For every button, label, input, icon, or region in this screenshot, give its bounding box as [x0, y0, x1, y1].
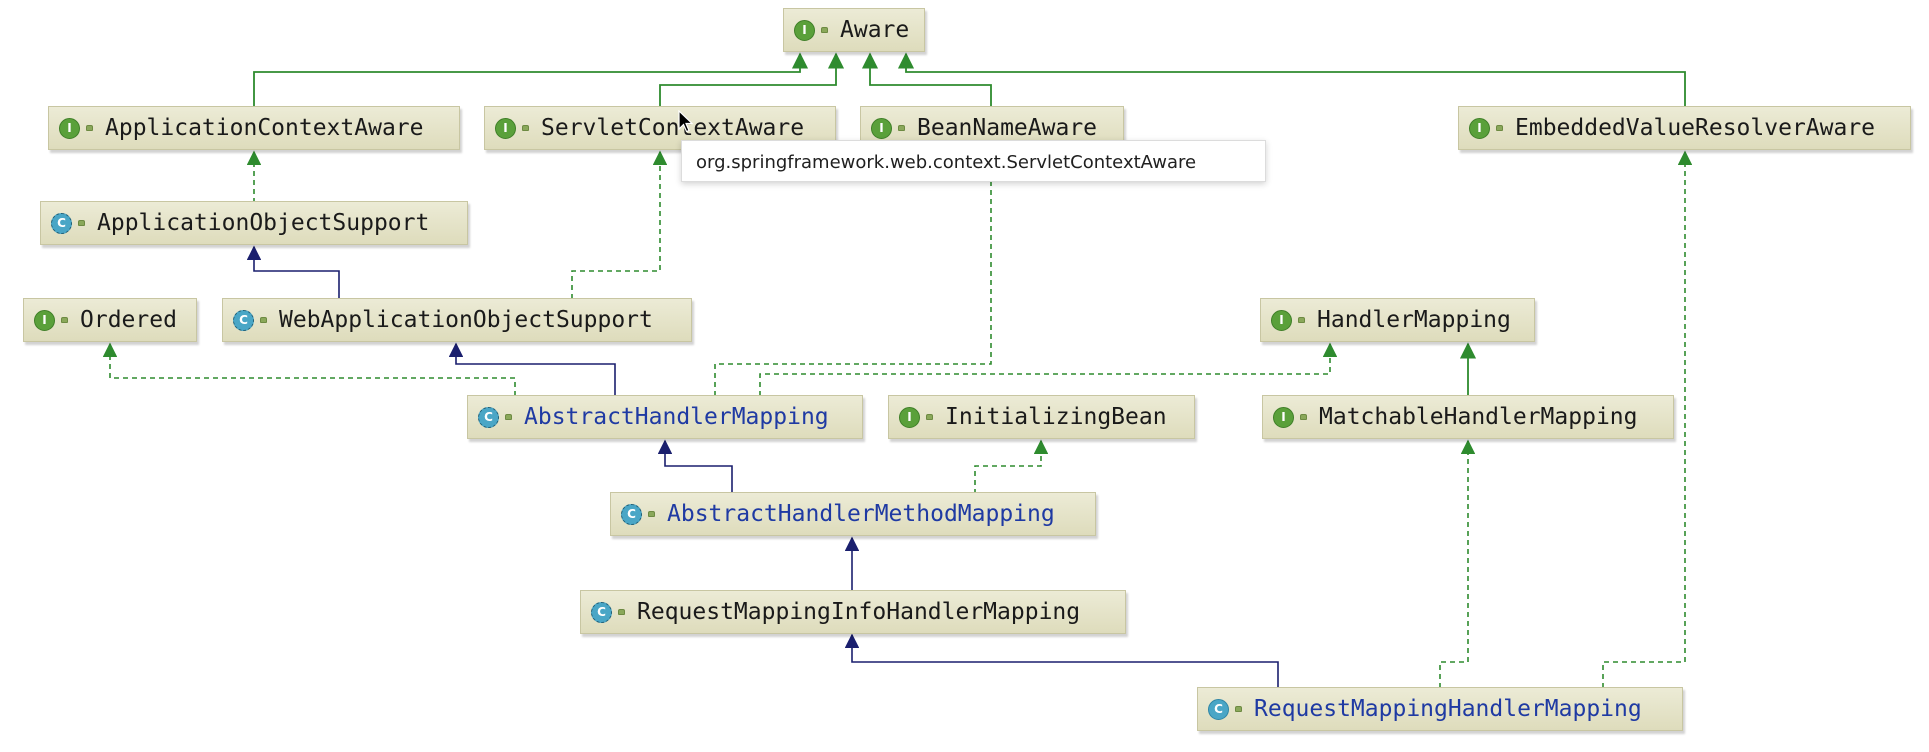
edge-abstracthandlermapping-to-webapplicationobjectsupport	[448, 342, 616, 396]
edge-servletcontextaware-to-aware	[659, 52, 845, 108]
edge-embeddedvalueresolveraware-to-aware	[897, 52, 1686, 108]
visibility-icon	[647, 510, 656, 518]
edge-webapplicationobjectsupport-to-applicationobjectsupport	[246, 245, 340, 299]
edge-requestmappinghandlermapping-to-matchablehandlermapping	[1439, 439, 1476, 688]
interface-icon: I	[1273, 406, 1294, 428]
node-label: Ordered	[80, 307, 177, 333]
edge-applicationcontextaware-to-aware	[253, 52, 809, 108]
visibility-icon	[1234, 705, 1243, 713]
edge-requestmappinghandlermapping-to-embeddedvalueresolveraware	[1602, 150, 1693, 688]
node-requestmappinginfohandlermapping[interactable]: C RequestMappingInfoHandlerMapping	[580, 590, 1126, 634]
edge-webapplicationobjectsupport-to-servletcontextaware	[571, 150, 668, 299]
interface-icon: I	[1469, 117, 1490, 139]
edge-requestmappinghandlermapping-to-requestmappinginfohandlermapping	[844, 633, 1279, 688]
interface-icon: I	[1271, 309, 1292, 331]
node-matchablehandlermapping[interactable]: I MatchableHandlerMapping	[1262, 395, 1674, 439]
node-requestmappinghandlermapping[interactable]: C RequestMappingHandlerMapping	[1197, 687, 1683, 731]
visibility-icon	[504, 413, 513, 421]
node-abstracthandlermapping[interactable]: C AbstractHandlerMapping	[467, 395, 863, 439]
node-embeddedvalueresolveraware[interactable]: I EmbeddedValueResolverAware	[1458, 106, 1911, 150]
visibility-icon	[521, 124, 530, 132]
visibility-icon	[1297, 316, 1306, 324]
node-handlermapping[interactable]: I HandlerMapping	[1260, 298, 1535, 342]
mouse-cursor-icon	[678, 110, 694, 133]
node-label: EmbeddedValueResolverAware	[1515, 115, 1876, 141]
node-abstracthandlermethodmapping[interactable]: C AbstractHandlerMethodMapping	[610, 492, 1096, 536]
node-webapplicationobjectsupport[interactable]: C WebApplicationObjectSupport	[222, 298, 692, 342]
edge-beannameaware-to-aware	[861, 52, 992, 108]
edge-abstracthandlermethodmapping-to-initializingbean	[974, 439, 1049, 494]
edge-abstracthandlermethodmapping-to-abstracthandlermapping	[657, 439, 733, 494]
node-label: InitializingBean	[945, 404, 1167, 430]
visibility-icon	[77, 219, 86, 227]
visibility-icon	[925, 413, 934, 421]
abstract-class-icon: C	[478, 406, 499, 428]
interface-icon: I	[495, 117, 516, 139]
abstract-class-icon: C	[621, 503, 642, 525]
visibility-icon	[259, 316, 268, 324]
node-label: AbstractHandlerMapping	[524, 404, 829, 430]
edge-abstracthandlermapping-to-beannameaware	[714, 150, 999, 396]
node-label: ApplicationObjectSupport	[97, 210, 430, 236]
interface-icon: I	[34, 309, 55, 331]
class-icon: C	[1208, 698, 1229, 720]
visibility-icon	[60, 316, 69, 324]
node-label: ApplicationContextAware	[105, 115, 424, 141]
node-label: Aware	[840, 17, 910, 43]
visibility-icon	[820, 26, 829, 34]
node-label: RequestMappingInfoHandlerMapping	[637, 599, 1081, 625]
interface-icon: I	[871, 117, 892, 139]
visibility-icon	[85, 124, 94, 132]
edge-abstracthandlermapping-to-handlermapping	[759, 342, 1338, 396]
node-applicationcontextaware[interactable]: I ApplicationContextAware	[48, 106, 460, 150]
node-label: MatchableHandlerMapping	[1319, 404, 1638, 430]
node-ordered[interactable]: I Ordered	[23, 298, 197, 342]
node-tooltip: org.springframework.web.context.ServletC…	[681, 140, 1266, 182]
abstract-class-icon: C	[51, 212, 72, 234]
node-label: BeanNameAware	[917, 115, 1098, 141]
node-applicationobjectsupport[interactable]: C ApplicationObjectSupport	[40, 201, 468, 245]
node-label: RequestMappingHandlerMapping	[1254, 696, 1642, 722]
interface-icon: I	[794, 19, 815, 41]
edge-abstracthandlermapping-to-ordered	[102, 342, 516, 396]
node-label: AbstractHandlerMethodMapping	[667, 501, 1055, 527]
node-label: HandlerMapping	[1317, 307, 1511, 333]
visibility-icon	[617, 608, 626, 616]
interface-icon: I	[59, 117, 80, 139]
visibility-icon	[1495, 124, 1504, 132]
visibility-icon	[1299, 413, 1308, 421]
abstract-class-icon: C	[233, 309, 254, 331]
node-aware[interactable]: I Aware	[783, 8, 925, 52]
node-label: ServletContextAware	[541, 115, 805, 141]
node-initializingbean[interactable]: I InitializingBean	[888, 395, 1195, 439]
node-label: WebApplicationObjectSupport	[279, 307, 653, 333]
interface-icon: I	[899, 406, 920, 428]
visibility-icon	[897, 124, 906, 132]
abstract-class-icon: C	[591, 601, 612, 623]
